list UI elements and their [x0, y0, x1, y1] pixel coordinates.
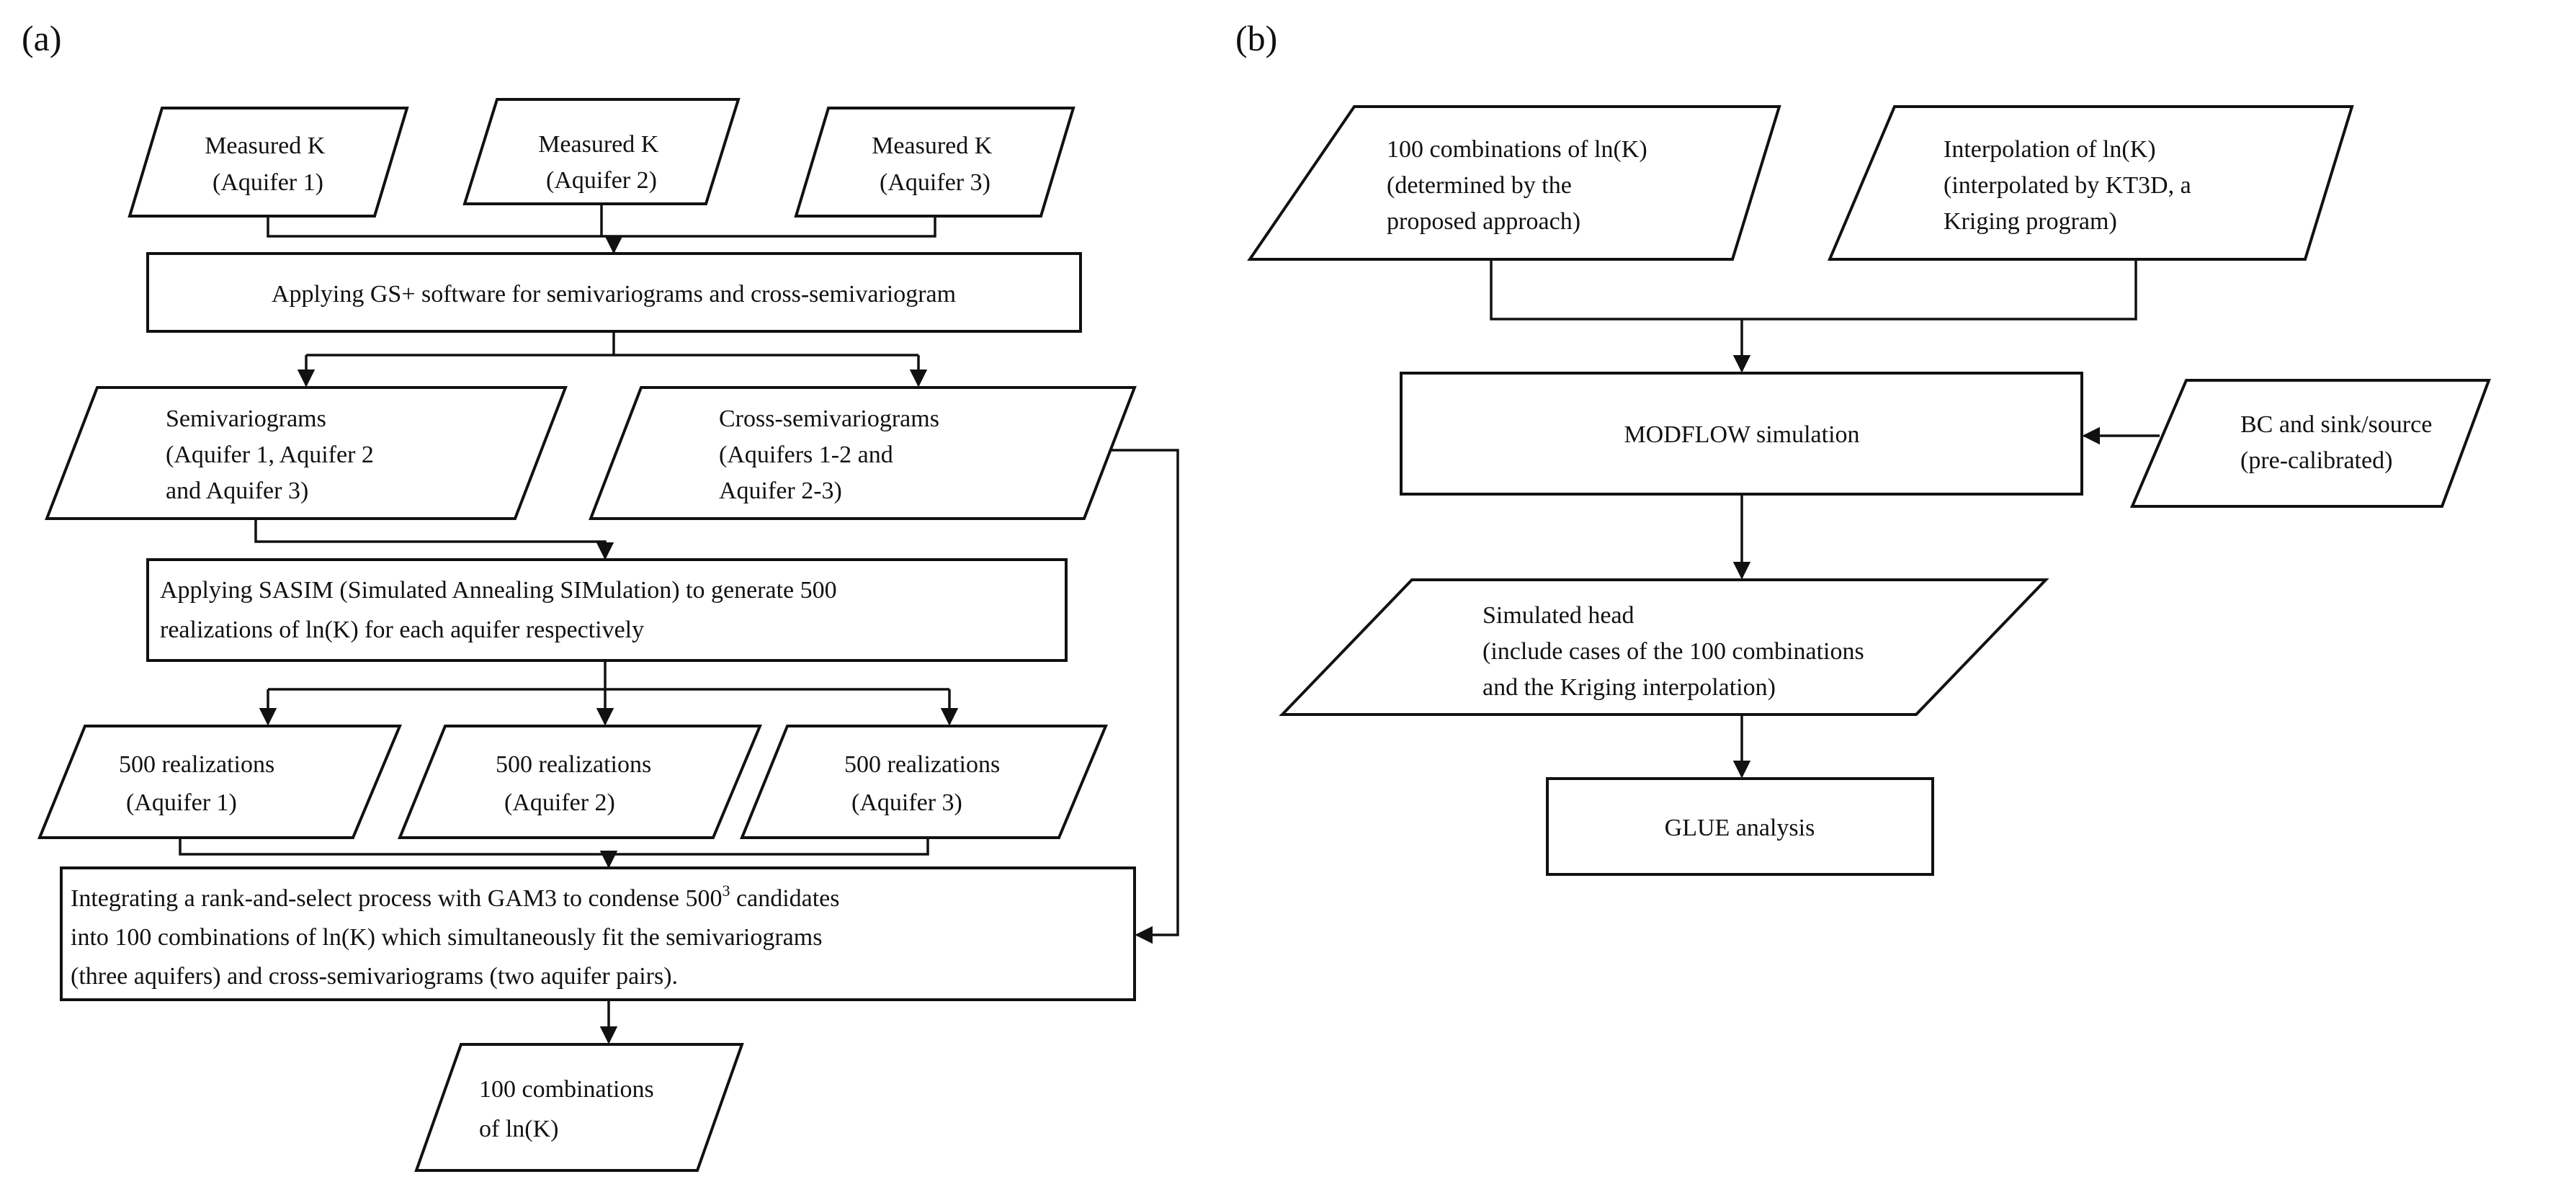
realizations-aquifer-2: 500 realizations (Aquifer 2) — [398, 725, 763, 839]
realizations-aquifer-3-text: 500 realizations (Aquifer 3) — [844, 751, 1006, 816]
connector-inputs-merge — [1490, 259, 2137, 321]
combinations-output-text: 100 combinations of ln(K) — [479, 1076, 660, 1142]
semivariograms-text: Semivariograms (Aquifer 1, Aquifer 2 and… — [166, 406, 380, 504]
connector-realizations-1 — [179, 838, 929, 856]
gam3-step-text-line3: (three aquifers) and cross-semivariogram… — [71, 963, 678, 990]
gam3-step: Integrating a rank-and-select process wi… — [60, 866, 1136, 1001]
semivariograms: Semivariograms (Aquifer 1, Aquifer 2 and… — [45, 386, 568, 520]
measured-k-aquifer-3: Measured K (Aquifer 3) — [794, 107, 1075, 218]
realizations-aquifer-1: 500 realizations (Aquifer 1) — [37, 725, 403, 839]
cross-semivariograms: Cross-semivariograms (Aquifers 1-2 and A… — [589, 386, 1137, 520]
measured-k-aquifer-2: Measured K (Aquifer 2) — [462, 98, 741, 205]
combinations-input: 100 combinations of ln(K) (determined by… — [1247, 105, 1781, 261]
simulated-head-text: Simulated head (include cases of the 100… — [1482, 602, 1870, 701]
panel-b-label: (b) — [1235, 18, 1277, 58]
realizations-aquifer-3: 500 realizations (Aquifer 3) — [740, 725, 1109, 839]
cross-semivariograms-text: Cross-semivariograms (Aquifers 1-2 and A… — [719, 406, 945, 504]
glue-analysis-step: GLUE analysis — [1546, 777, 1934, 876]
combinations-output: 100 combinations of ln(K) — [414, 1043, 744, 1172]
glue-analysis-step-text: GLUE analysis — [1665, 815, 1815, 841]
interpolation-input-text: Interpolation of ln(K) (interpolated by … — [1944, 136, 2197, 235]
sasim-step: Applying SASIM (Simulated Annealing SIMu… — [146, 558, 1068, 662]
connector-measured-k-3 — [614, 216, 936, 238]
gs-software-step-text: Applying GS+ software for semivariograms… — [272, 281, 956, 308]
gam3-step-text-line2: into 100 combinations of ln(K) which sim… — [71, 924, 822, 951]
gam3-step-text-line1: Integrating a rank-and-select process wi… — [71, 882, 840, 912]
measured-k-aquifer-1-text: Measured K (Aquifer 1) — [205, 133, 331, 196]
measured-k-aquifer-1: Measured K (Aquifer 1) — [128, 107, 409, 218]
bc-sink-source-input-text: BC and sink/source (pre-calibrated) — [2240, 411, 2438, 474]
bc-sink-source-input: BC and sink/source (pre-calibrated) — [2129, 379, 2491, 508]
gs-software-step: Applying GS+ software for semivariograms… — [146, 252, 1082, 333]
interpolation-input: Interpolation of ln(K) (interpolated by … — [1827, 105, 2354, 261]
modflow-step-text: MODFLOW simulation — [1624, 421, 1859, 448]
realizations-aquifer-2-text: 500 realizations (Aquifer 2) — [496, 751, 658, 816]
sasim-step-text: Applying SASIM (Simulated Annealing SIMu… — [160, 577, 843, 643]
arrow-to-sasim-step — [254, 519, 614, 560]
connector-measured-k-1 — [267, 216, 614, 238]
measured-k-aquifer-2-text: Measured K (Aquifer 2) — [538, 131, 665, 194]
panel-a-label: (a) — [22, 18, 62, 58]
combinations-input-text: 100 combinations of ln(K) (determined by… — [1387, 136, 1653, 235]
simulated-head: Simulated head (include cases of the 100… — [1279, 578, 2049, 716]
realizations-aquifer-1-text: 500 realizations (Aquifer 1) — [119, 751, 281, 816]
measured-k-aquifer-3-text: Measured K (Aquifer 3) — [872, 133, 998, 196]
arrow-cross-to-gam3 — [1109, 449, 1179, 944]
modflow-step: MODFLOW simulation — [1400, 372, 2083, 496]
